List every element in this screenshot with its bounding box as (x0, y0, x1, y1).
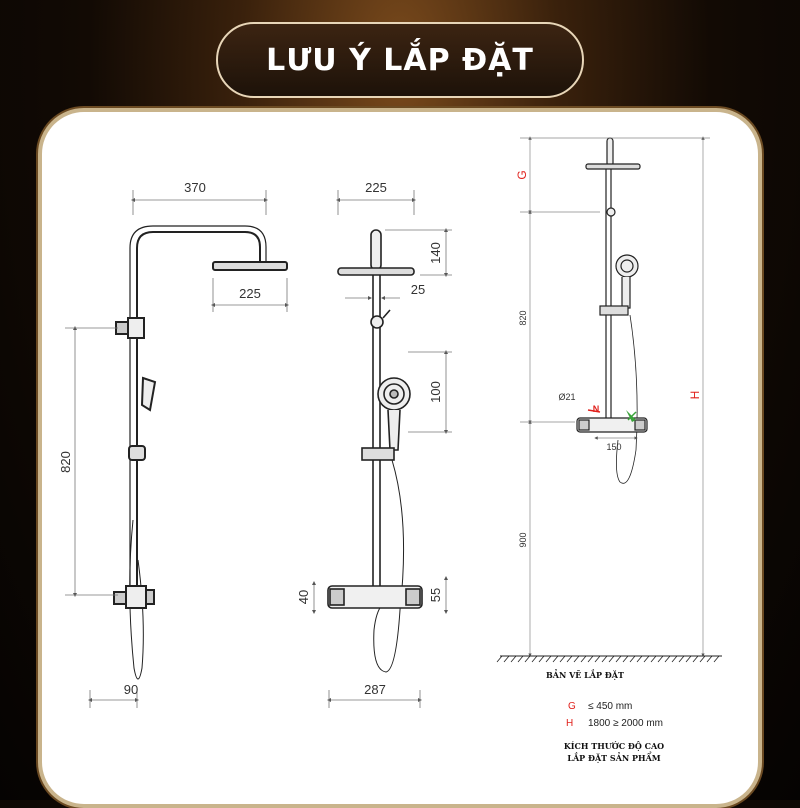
hatch-line (580, 655, 587, 663)
install-note-line1: KÍCH THƯỚC ĐỘ CAO (564, 741, 664, 751)
install-dimensions (520, 136, 710, 657)
install-caption: BẢN VẼ LẮP ĐẶT (546, 670, 624, 680)
hatch-line (587, 655, 594, 663)
front-shower-head (337, 267, 415, 276)
hatch-line (559, 655, 566, 663)
hatch-line (629, 655, 636, 663)
install-note-line2: LẮP ĐẶT SẢN PHẨM (567, 752, 660, 763)
hatch-line (573, 655, 580, 663)
legend-value-h: 1800 ≥ 2000 mm (588, 718, 663, 729)
hatch-line (601, 655, 608, 663)
front-dim-height-right: 55 (428, 588, 443, 602)
hatch-line (594, 655, 601, 663)
install-legend: G ≤ 450 mm H 1800 ≥ 2000 mm (566, 701, 663, 729)
hatch-line (692, 655, 699, 663)
title-banner: LƯU Ý LẮP ĐẶT (216, 22, 584, 98)
front-view (327, 229, 423, 673)
hatch-line (608, 655, 615, 663)
side-hand-holder (140, 376, 157, 412)
page-title: LƯU Ý LẮP ĐẶT (266, 42, 534, 78)
side-view (113, 225, 288, 680)
legend-value-g: ≤ 450 mm (588, 701, 632, 712)
side-diverter (127, 317, 145, 339)
hatch-line (538, 655, 545, 663)
hatch-line (657, 655, 664, 663)
side-shower-head (212, 261, 288, 271)
side-dimensions (65, 190, 289, 708)
side-slider (128, 445, 146, 461)
front-slider (361, 447, 395, 461)
hatch-line (678, 655, 685, 663)
install-dim-820: 820 (518, 310, 528, 325)
legend-key-h: H (566, 718, 573, 729)
hatch-line (706, 655, 713, 663)
hatch-line (545, 655, 552, 663)
hatch-line (636, 655, 643, 663)
front-diverter-knob (370, 315, 384, 329)
front-top-arm (370, 229, 382, 271)
hatch-line (622, 655, 629, 663)
hatch-line (713, 655, 720, 663)
hot-cold-indicators (587, 409, 637, 422)
hatch-line (517, 655, 524, 663)
front-dimensions (312, 190, 452, 708)
install-label-g: G (515, 170, 529, 179)
front-dim-top: 225 (365, 180, 387, 195)
hatch-line (531, 655, 538, 663)
install-mixer (576, 417, 648, 433)
install-dim-150: 150 (606, 442, 621, 452)
hatch-line (685, 655, 692, 663)
floor-hatching (496, 655, 720, 663)
install-label-h: H (688, 391, 702, 400)
side-valve (125, 585, 147, 609)
front-mixer (327, 585, 423, 609)
front-dim-bottom: 287 (364, 682, 386, 697)
hatch-line (496, 655, 503, 663)
hatch-line (503, 655, 510, 663)
install-dim-d21: Ø21 (558, 392, 575, 402)
front-dim-handshower: 100 (428, 381, 443, 403)
side-dim-top: 370 (184, 180, 206, 195)
hatch-line (524, 655, 531, 663)
install-hand-shower (615, 254, 639, 278)
hatch-line (510, 655, 517, 663)
install-view (576, 137, 648, 484)
hatch-line (552, 655, 559, 663)
hatch-line (643, 655, 650, 663)
hatch-line (650, 655, 657, 663)
side-dim-bottom: 90 (124, 682, 138, 697)
side-dim-height: 820 (58, 451, 73, 473)
hatch-line (664, 655, 671, 663)
side-riser-pipe (136, 231, 261, 605)
front-dim-pipe: 25 (411, 282, 425, 297)
hatch-line (615, 655, 622, 663)
hatch-line (671, 655, 678, 663)
hatch-line (566, 655, 573, 663)
hot-indicator-label: N (593, 404, 600, 414)
front-dim-arm: 140 (428, 242, 443, 264)
install-shower-head (585, 163, 641, 170)
side-dim-head: 225 (239, 286, 261, 301)
hatch-line (699, 655, 706, 663)
legend-key-g: G (568, 701, 576, 712)
front-dim-height-left: 40 (296, 590, 311, 604)
install-dim-900: 900 (518, 532, 528, 547)
